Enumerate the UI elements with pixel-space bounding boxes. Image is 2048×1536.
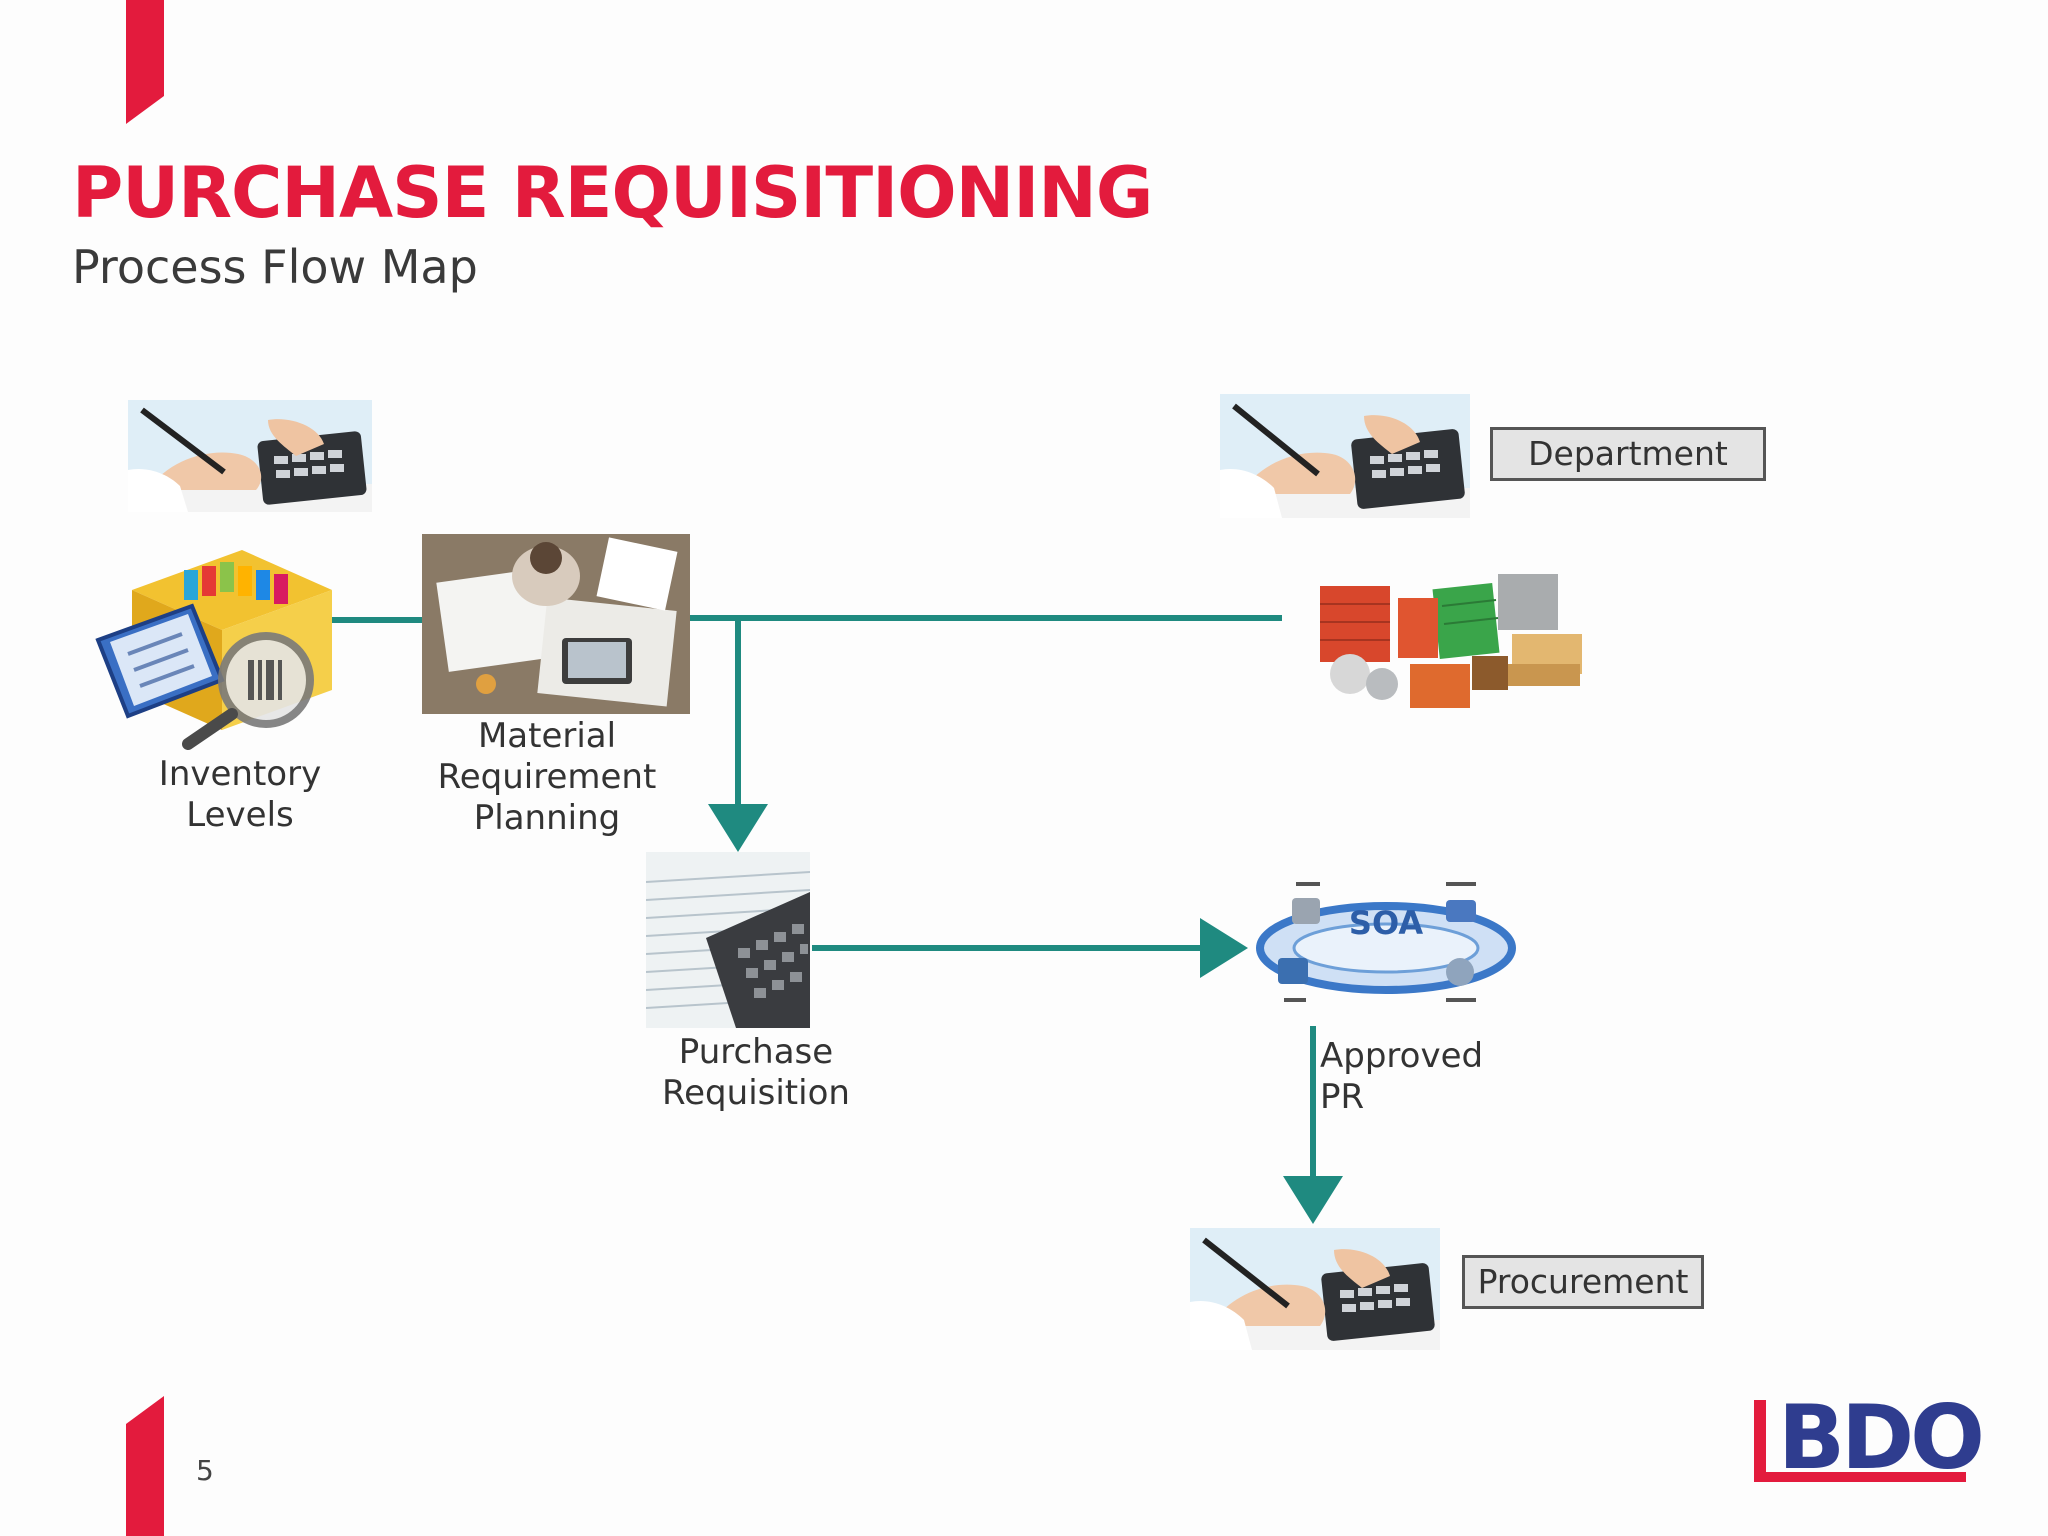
purchase-requisition-label: Purchase Requisition [662, 1032, 850, 1113]
bdo-logo-text: BDO [1778, 1386, 1985, 1489]
page-title: PURCHASE REQUISITIONING [72, 152, 1153, 234]
department-calculator-photo [1220, 394, 1470, 518]
mrp-label: Material Requirement Planning [437, 716, 657, 838]
page-number: 5 [196, 1454, 214, 1487]
soa-diagram-icon: SOA [1250, 878, 1522, 1008]
materials-pile-photo [1302, 568, 1588, 710]
inventory-levels-label: Inventory Levels [158, 754, 322, 835]
bdo-logo: BDO [1748, 1390, 1985, 1486]
calculator-writing-photo [128, 400, 372, 512]
department-role-box: Department [1490, 427, 1766, 481]
bottom-accent-bar [126, 1396, 164, 1536]
soa-icon-text: SOA [1349, 904, 1423, 942]
desk-planning-photo [422, 534, 690, 714]
calculator-sheet-photo [646, 852, 810, 1028]
procurement-role-box: Procurement [1462, 1255, 1704, 1309]
procurement-calculator-photo [1190, 1228, 1440, 1350]
top-accent-bar [126, 0, 164, 124]
inventory-box-icon [92, 530, 336, 750]
page-subtitle: Process Flow Map [72, 240, 478, 294]
approved-pr-label: Approved PR [1320, 1036, 1484, 1117]
